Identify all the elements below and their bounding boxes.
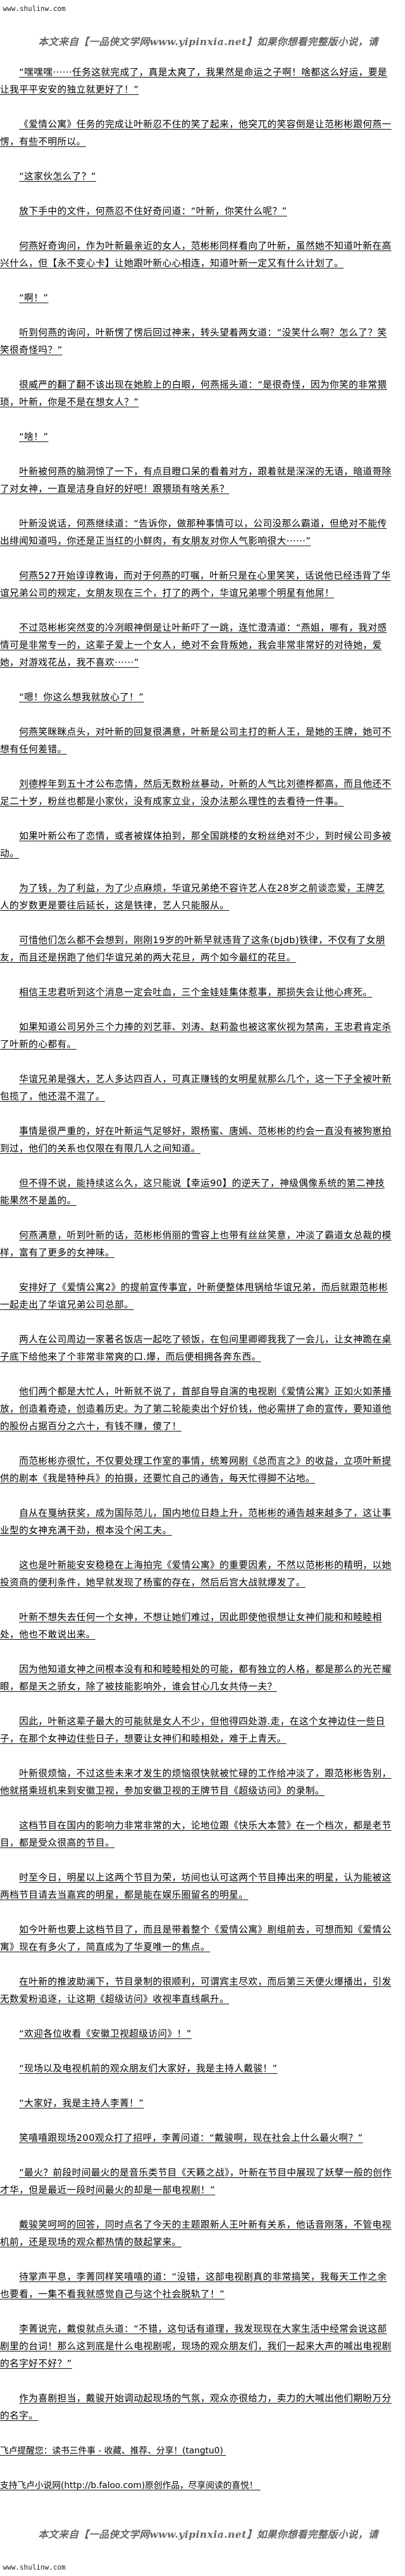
site-url-top: www.shulinw.com — [3, 5, 66, 13]
paragraph: 这也是叶新能安安稳稳在上海拍完《爱情公寓》的重要因素，不然以范彬彬的精明，以她投… — [0, 1559, 392, 1588]
paragraph: 但不得不说，能持续这么久，这只能说【幸运90】的逆天了，神级偶像系统的第二神技能… — [0, 1177, 385, 1206]
paragraph: “啥！” — [19, 431, 49, 442]
paragraph: “现场以及电视机前的观众朋友们大家好，我是主持人戴骏！” — [19, 2063, 278, 2074]
paragraph: “最火？前段时间最火的是音乐类节目《天籁之战》，叶新在节目中展现了妖孽一般的创作… — [0, 2167, 392, 2195]
paragraph: 而范彬彬亦很忙，不仅要处理工作室的事情，统筹网剧《总而言之》的收益，立项叶新提供… — [0, 1455, 392, 1484]
source-banner-top: 本文来自【一品侠文学网www.yipinxia.net】如果你想看完整版小说，请 — [38, 36, 378, 48]
paragraph: 叶新很烦恼，不过这些未来才发生的烦恼很快就被忙碌的工作给冲淡了，跟范彬彬告别，他… — [0, 1768, 392, 1796]
paragraph: 自从在戛纳获奖，成为国际范儿，国内地位日趋上升，范彬彬的通告越来越多了，这让事业… — [0, 1507, 392, 1536]
paragraph: “大家好，我是主持人李菁！” — [19, 2097, 144, 2108]
faloo-reminder: 飞卢提醒您：读书三件事 - 收藏、推荐、分享！(tangtu0) — [0, 2442, 393, 2459]
paragraph: “啊！” — [19, 292, 49, 303]
paragraph: 如今叶新也要上这档节目了，而且是带着整个《爱情公寓》剧组前去，可想而知《爱情公寓… — [0, 1924, 392, 1952]
paragraph: 听到何燕的询问，叶新愣了愣后回过神来，转头望着两女道：“没笑什么啊？怎么了？笑笑… — [0, 327, 387, 355]
paragraph: 放下手中的文件，何燕忍不住好奇问道：“叶新，你笑什么呢？” — [19, 205, 288, 216]
paragraph: “这家伙怎么了？” — [19, 171, 97, 182]
paragraph: 为了钱，为了利益，为了少点麻烦，华谊兄弟绝不容许艺人在28岁之前谈恋爱，王牌艺人… — [0, 882, 385, 911]
paragraph: 如果知道公司另外三个力捧的刘艺菲、刘涛、赵莉盈也被这家伙视为禁脔，王忠君肯定杀了… — [0, 1021, 392, 1050]
paragraph: 不过范彬彬突然变的冷冽眼神倒是让叶新吓了一跳，连忙澄清道：“燕姐，哪有，我对感情… — [0, 622, 387, 668]
paragraph: 因为他知道女神之间根本没有和和睦睦相处的可能，都有独立的人格，都是那么的光芒耀眼… — [0, 1664, 392, 1692]
paragraph: 叶新被何燕的脑洞惊了一下，有点目瞪口呆的看着对方，跟着就是深深的无语，暗道哥除了… — [0, 466, 392, 494]
paragraph: 在叶新的推波助澜下，节目录制的很顺利，可谓宾主尽欢，而后第三天便火爆播出，引发无… — [0, 1976, 392, 2004]
paragraph: 何燕好奇询问，作为叶新最亲近的女人，范彬彬同样看向了叶新，虽然她不知道叶新在高兴… — [0, 240, 392, 268]
paragraph: 李菁说完，戴俊就点头道：“不错，这句话有道理，我发现现在大家生活中经常会说这部剧… — [0, 2323, 392, 2369]
paragraph: 事情是很严重的，好在叶新运气足够好，跟杨蜜、唐嫣、范彬彬的约会一直没有被狗崽拍到… — [0, 1125, 392, 1154]
paragraph: 这档节目在国内的影响力非常非常的大，论地位跟《快乐大本营》在一个档次，都是老节目… — [0, 1820, 392, 1848]
paragraph: 华谊兄弟是强大，艺人多达四百人，可真正赚钱的女明星就那么几个，这一下子全被叶新包… — [0, 1073, 392, 1102]
source-banner-bottom: 本文来自【一品侠文学网www.yipinxia.net】如果你想看完整版小说，请 — [38, 2529, 378, 2541]
paragraph: 很威严的翻了翻不该出现在她脸上的白眼，何燕摇头道：“是很奇怪，因为你笑的非常猥琐… — [0, 379, 387, 407]
faloo-support-text: 支持飞卢小说网(http://b.faloo.com)原创作品，尽享阅读的喜悦！ — [0, 2480, 258, 2490]
paragraph: 叶新不想失去任何一个女神，不想让她们难过，因此即使他很想让女神们能和和睦睦相处，… — [0, 1611, 382, 1640]
paragraph: 因此，叶新这辈子最大的可能就是女人不少，但他得四处游.走，在这个女神边住一些日子… — [0, 1716, 385, 1744]
paragraph: 笑嘻嘻跟现场200观众打了招呼，李菁问道：“戴骏啊，现在社会上什么最火啊？” — [19, 2132, 363, 2143]
paragraph: 相信王忠君听到这个消息一定会吐血，三个金娃娃集体惹事，那损失会让他心疼死。 — [19, 987, 373, 998]
paragraph: 《爱情公寓》任务的完成让叶新忍不住的笑了起来，他突兀的笑容倒是让范彬彬跟何燕一愣… — [0, 119, 392, 147]
site-url-bottom: www.shulinw.com — [3, 2563, 66, 2571]
paragraph: 叶新没说话，何燕继续道：“告诉你，做那种事情可以，公司没那么霸道，但绝对不能传出… — [0, 518, 387, 546]
chapter-content: “嘿嘿嘿······任务这就完成了，真是太爽了，我果然是命运之子啊！啥都这么好运… — [0, 64, 393, 2511]
paragraph: “嘿嘿嘿······任务这就完成了，真是太爽了，我果然是命运之子啊！啥都这么好运… — [0, 67, 388, 95]
paragraph: 何燕527开始谆谆教诲，而对于何燕的叮嘱，叶新只是在心里笑笑，话说他已经违背了华… — [0, 570, 391, 598]
paragraph: 作为喜剧担当，戴骏开始调动起现场的气氛，观众亦很给力，卖力的大喊出他们期盼万分的… — [0, 2393, 392, 2421]
paragraph-list: “嘿嘿嘿······任务这就完成了，真是太爽了，我果然是命运之子啊！啥都这么好运… — [0, 64, 393, 2424]
paragraph: 安排好了《爱情公寓2》的提前宣传事宜，叶新便整体甩锅给华谊兄弟，而后就跟范彬彬一… — [0, 1282, 388, 1310]
paragraph: 刘德桦年到五十才公布恋情，然后无数粉丝暴动，叶新的人气比刘德桦都高，而且他还不足… — [0, 778, 392, 807]
paragraph: 何燕满意，听到叶新的话，范彬彬俏丽的雪容上也带有丝丝笑意，冲淡了霸道女总裁的模样… — [0, 1230, 392, 1258]
paragraph: “欢迎各位收看《安徽卫视超级访问》！” — [19, 2028, 192, 2039]
footer: 飞卢提醒您：读书三件事 - 收藏、推荐、分享！(tangtu0) 支持飞卢小说网… — [0, 2442, 393, 2494]
faloo-support-link[interactable]: 支持飞卢小说网(http://b.faloo.com)原创作品，尽享阅读的喜悦！ — [0, 2476, 393, 2494]
paragraph: 待掌声平息，李菁同样笑嘻嘻的道：“没错，这部电视剧真的非常搞笑，我每天工作之余也… — [0, 2271, 387, 2299]
paragraph: “嗯！你这么想我就放心了！” — [19, 691, 144, 702]
paragraph: 可惜他们怎么都不会想到，刚刚19岁的叶新早就违背了这条(bjdb)铁律，不仅有了… — [0, 934, 385, 963]
paragraph: 何燕笑眯眯点头，对叶新的回复很满意，叶新是公司主打的新人王，是她的王牌，她可不想… — [0, 726, 392, 755]
paragraph: 时至今日，明星以上这两个节目为荣，坊间也认可这两个节目捧出来的明星，认为能被这两… — [0, 1872, 392, 1900]
paragraph: 他们两个都是大忙人，叶新就不说了，首部自导自演的电视剧《爱情公寓》正如火如荼播放… — [0, 1386, 392, 1431]
paragraph: 如果叶新公布了恋情，或者被媒体拍到，那全国跳楼的女粉丝绝对不少，到时候公司多被动… — [0, 830, 392, 859]
paragraph: 两人在公司周边一家著名饭店一起吃了顿饭，在包间里卿卿我我了一会儿，让女神跪在桌子… — [0, 1334, 392, 1362]
faloo-reminder-text: 飞卢提醒您：读书三件事 - 收藏、推荐、分享！(tangtu0) — [0, 2445, 223, 2456]
paragraph: 戴骏笑呵呵的回答，同时点名了今天的主题跟新人王叶新有关系，他话音刚落，不管电视机… — [0, 2219, 392, 2247]
